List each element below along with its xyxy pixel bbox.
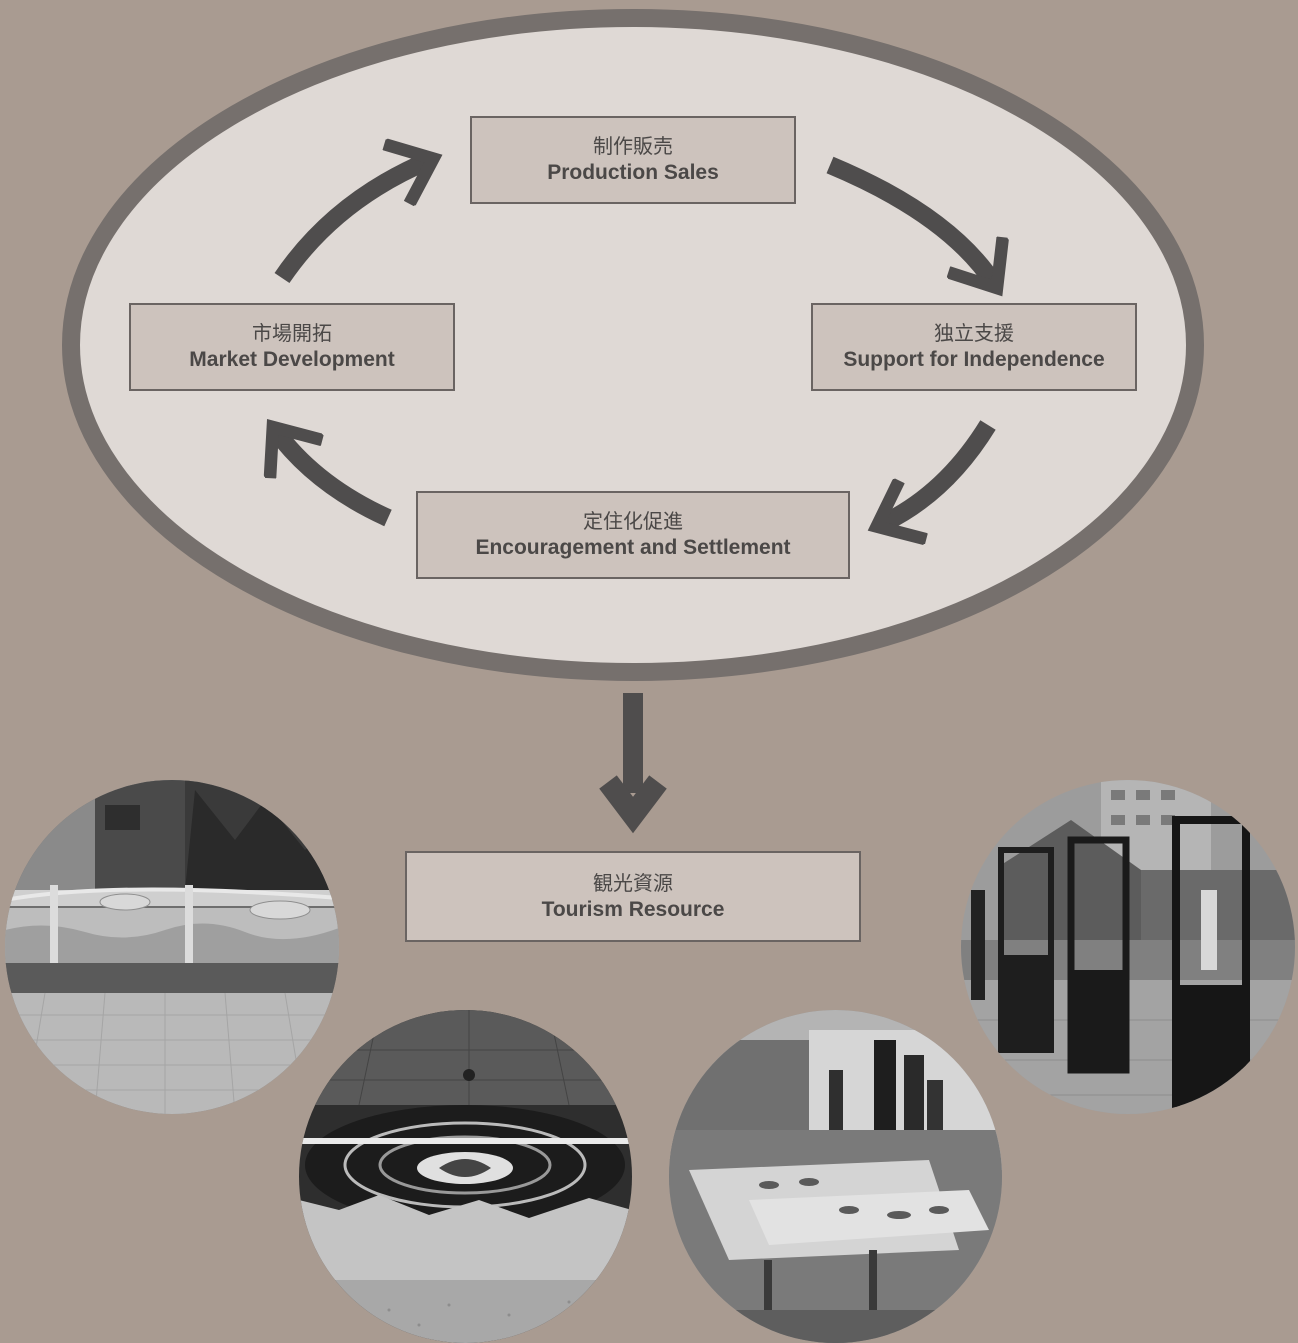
photo-street-displays [961, 780, 1295, 1114]
node-encouragement-settlement: 定住化促進 Encouragement and Settlement [416, 491, 850, 579]
photo-gallery-interior [669, 1010, 1002, 1343]
node-market-development: 市場開拓 Market Development [129, 303, 455, 391]
photo-bridge-railing [5, 780, 339, 1114]
node-label-en: Production Sales [547, 161, 719, 184]
photo-underground-artwork [299, 1010, 632, 1343]
arrow-production-to-support [826, 156, 995, 285]
node-label-en: Market Development [189, 348, 395, 371]
node-label-jp: 市場開拓 [252, 321, 332, 345]
node-label-en: Encouragement and Settlement [475, 536, 791, 559]
arrow-support-to-encouragement [880, 420, 996, 525]
node-label-jp: 定住化促進 [583, 509, 683, 533]
arrow-down-to-tourism [599, 693, 667, 834]
arrow-market-to-production [274, 160, 430, 284]
arrow-encouragement-to-market [275, 430, 392, 527]
node-label-jp: 観光資源 [593, 870, 673, 895]
node-label-en: Tourism Resource [541, 897, 725, 921]
node-label-jp: 独立支援 [934, 321, 1014, 345]
node-tourism-resource: 観光資源 Tourism Resource [405, 851, 861, 942]
node-label-jp: 制作販売 [593, 134, 673, 158]
node-production-sales: 制作販売 Production Sales [470, 116, 796, 204]
node-support-independence: 独立支援 Support for Independence [811, 303, 1137, 391]
node-label-en: Support for Independence [843, 348, 1105, 371]
